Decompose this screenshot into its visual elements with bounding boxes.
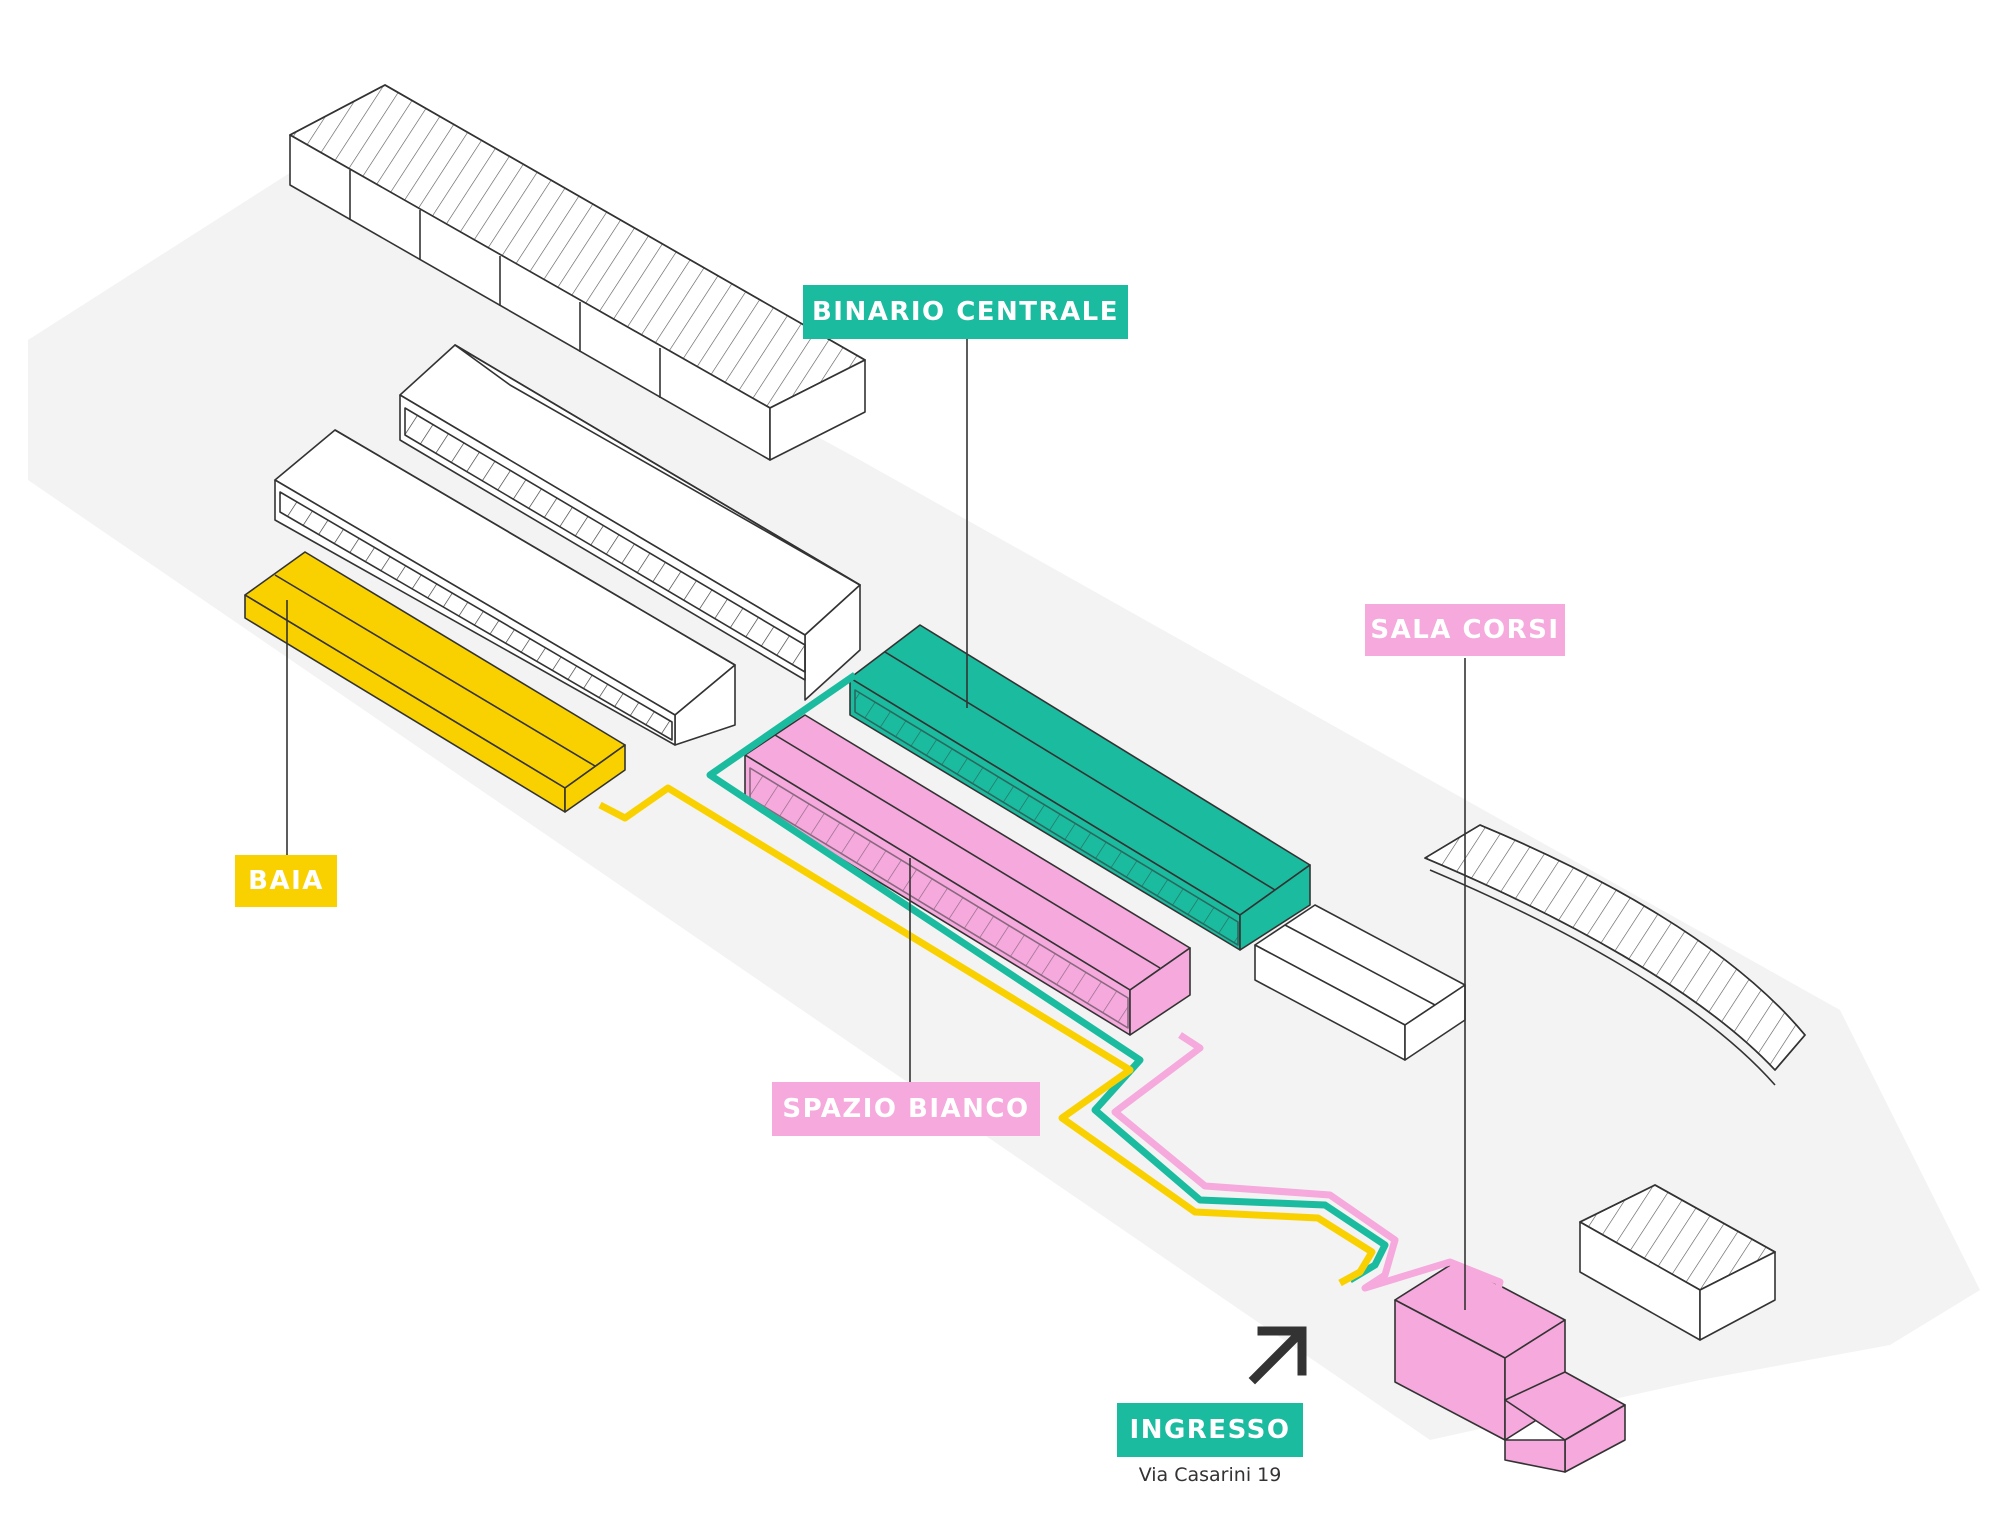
address-text: Via Casarini 19 — [1138, 1464, 1282, 1486]
label-spazio-bianco: SPAZIO BIANCO — [772, 1082, 1040, 1136]
label-baia: BAIA — [235, 855, 337, 907]
building-upper-gabled — [399, 344, 861, 701]
path-teal — [706, 672, 1389, 1284]
path-pink — [1111, 1032, 1504, 1301]
building-small-shed — [1254, 904, 1466, 1061]
path-yellow — [598, 784, 1376, 1287]
building-bottom-right — [1579, 1184, 1776, 1341]
label-ingresso: INGRESSO — [1117, 1403, 1303, 1457]
building-lower-gabled — [274, 429, 736, 746]
building-top-hangar — [289, 84, 866, 461]
direction-arrow-icon — [1248, 1326, 1307, 1385]
building-sala-corsi — [1394, 1261, 1626, 1473]
label-sala-corsi: SALA CORSI — [1365, 604, 1565, 656]
building-curved-canopy — [1424, 824, 1806, 1086]
building-spazio-bianco — [744, 714, 1191, 1036]
building-binario-centrale — [849, 624, 1311, 951]
building-baia — [244, 551, 626, 813]
label-binario-centrale: BINARIO CENTRALE — [803, 285, 1128, 339]
